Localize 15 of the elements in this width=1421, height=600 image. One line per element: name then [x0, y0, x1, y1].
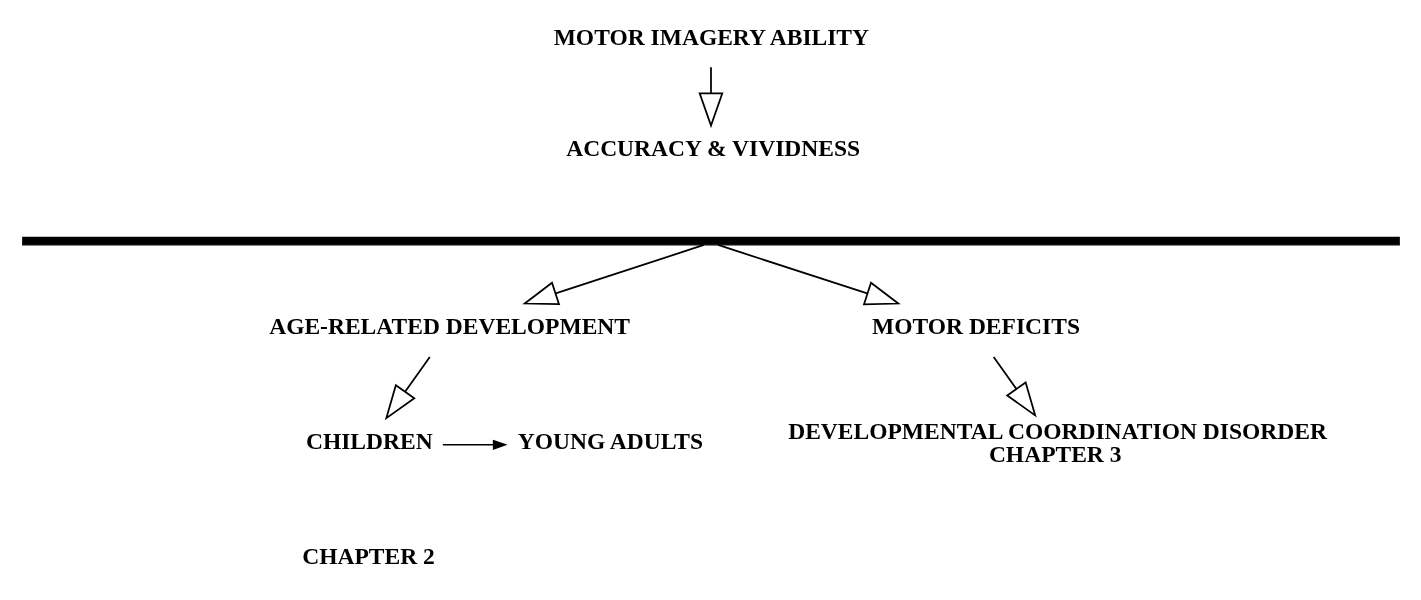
- arrow: [992, 356, 1037, 418]
- node-text: MOTOR IMAGERY ABILITY: [553, 23, 869, 50]
- node-text: AGE-RELATED DEVELOPMENT: [268, 313, 630, 340]
- node-text: ACCURACY & VIVIDNESS: [565, 135, 860, 162]
- arrow: [441, 439, 508, 450]
- node-text: YOUNG ADULTS: [517, 427, 703, 454]
- arrow: [384, 356, 431, 421]
- node-text: MOTOR DEFICITS: [871, 313, 1080, 340]
- node-text: CHILDREN: [305, 427, 433, 454]
- arrow: [697, 66, 724, 129]
- arrow: [716, 244, 901, 306]
- node-text: DEVELOPMENTAL COORDINATION DISORDER CHAPTER 3: [787, 417, 1327, 468]
- arrow: [521, 244, 705, 306]
- node-bar: [21, 236, 1400, 246]
- label: CHAPTER 2: [301, 542, 435, 569]
